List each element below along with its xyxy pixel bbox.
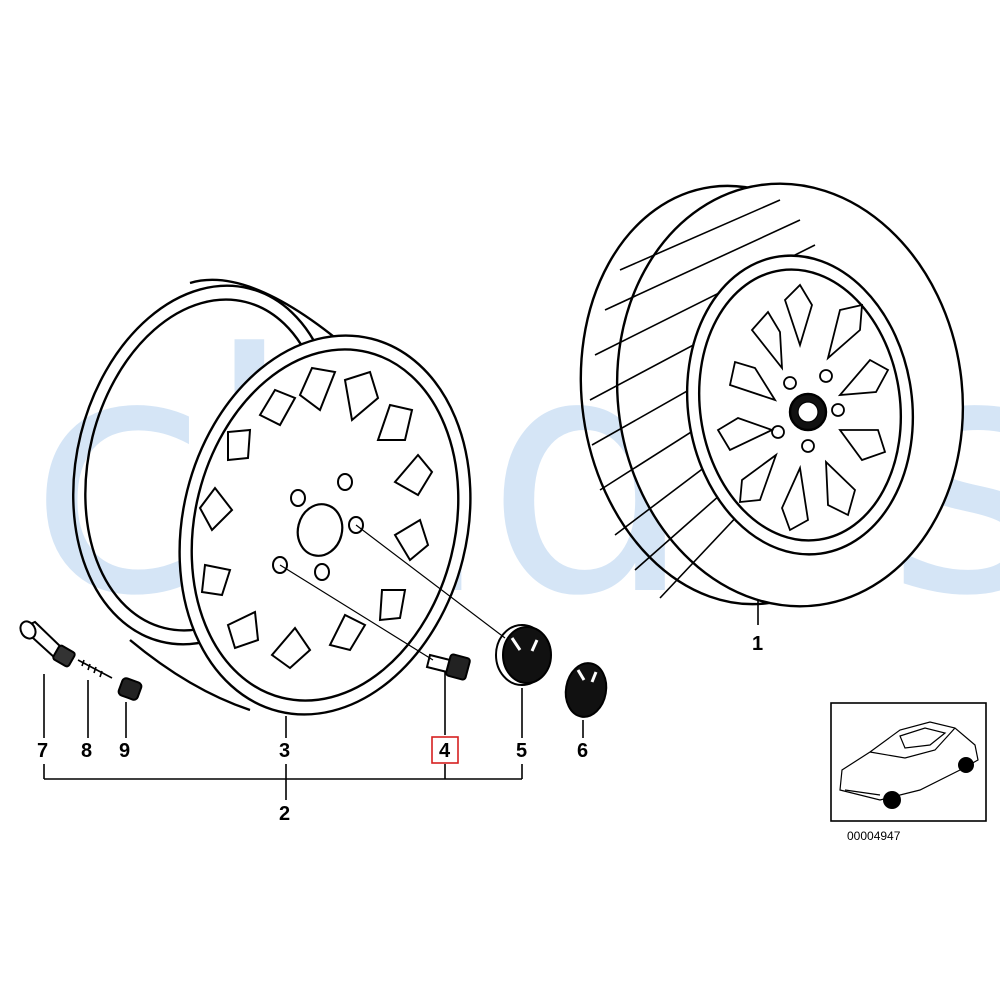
- leader-lines: [43, 524, 759, 800]
- wheel-rim-drawing: [72, 278, 472, 716]
- callout-9: 9: [119, 740, 130, 762]
- callout-8: 8: [81, 740, 92, 762]
- valve-core-drawing: [77, 659, 113, 679]
- valve-cap-drawing: [117, 677, 143, 701]
- callout-5: 5: [516, 740, 527, 762]
- car-rear-wheel-highlight: [958, 757, 974, 773]
- inset-reference-number: 00004947: [847, 829, 901, 843]
- emblem-drawing: [564, 662, 608, 718]
- callout-3: 3: [279, 740, 290, 762]
- callout-4-highlight-box: [431, 736, 459, 764]
- callout-4: 4: [439, 740, 451, 762]
- hub-cap-drawing: [495, 624, 552, 686]
- callout-7: 7: [37, 740, 48, 762]
- car-silhouette: [839, 721, 979, 801]
- valve-drawing: [19, 620, 76, 668]
- car-front-wheel-highlight: [883, 791, 901, 809]
- callout-6: 6: [577, 740, 588, 762]
- callout-2: 2: [279, 803, 290, 825]
- inset-car-panel: [830, 702, 987, 822]
- callout-1: 1: [752, 633, 763, 655]
- complete-wheel-drawing: [579, 182, 965, 608]
